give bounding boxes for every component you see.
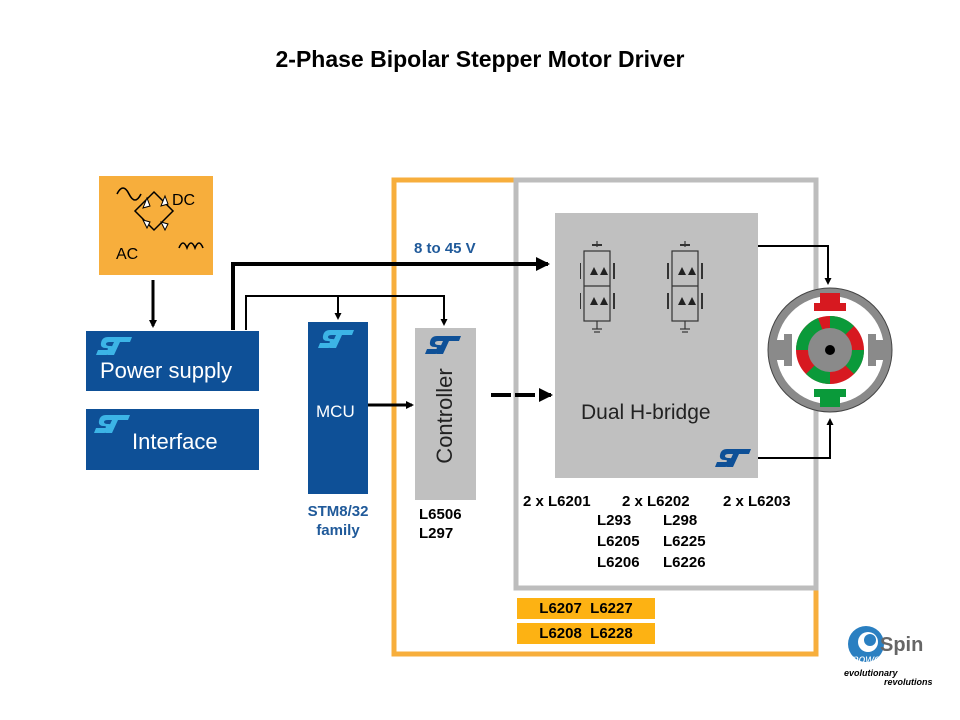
logo-tagline2: revolutions	[884, 677, 933, 687]
hbridge-part: L6225	[663, 533, 706, 550]
hbridge-part: L298	[663, 512, 698, 529]
motor-phase-b-line	[758, 418, 834, 459]
st-logo-icon	[96, 337, 132, 355]
logo-sub: power	[852, 652, 885, 666]
hbridge-part: 2 x L6203	[723, 493, 791, 510]
hbridge-part: L6226	[663, 554, 706, 571]
stepper-motor-icon	[767, 287, 893, 413]
integrated-part: L6208	[539, 625, 582, 642]
controller-part: L297	[419, 525, 454, 542]
mcu-label: MCU	[316, 402, 355, 421]
st-logo-icon	[715, 449, 751, 467]
hbridge-schematic-icon	[580, 241, 703, 333]
controller-part: L6506	[419, 506, 462, 523]
ac-label: AC	[116, 246, 139, 263]
hbridge-part: L293	[597, 512, 632, 529]
logo-tagline1: evolutionary	[844, 668, 898, 678]
mcu-block: MCU	[308, 322, 368, 494]
power-supply-block: Power supply	[86, 331, 259, 391]
spin-swirl-icon	[848, 626, 884, 662]
st-logo-icon	[318, 330, 354, 348]
dc-label: DC	[172, 192, 196, 209]
hbridge-part: L6206	[597, 554, 640, 571]
controller-label: Controller	[432, 368, 457, 464]
hbridge-block: Dual H-bridge	[555, 213, 758, 478]
mcu-caption: STM8/32 family	[290, 502, 386, 540]
interface-block: Interface	[86, 409, 259, 470]
logic-supply-line	[245, 295, 445, 330]
motor-phase-a-line	[758, 245, 832, 285]
hbridge-label: Dual H-bridge	[581, 401, 711, 424]
hbridge-part: 2 x L6202	[622, 493, 690, 510]
mcu-caption-line2: family	[316, 522, 360, 539]
integrated-part: L6207	[539, 600, 582, 617]
integrated-part: L6227	[590, 600, 633, 617]
hbridge-part: L6205	[597, 533, 640, 550]
powerspin-logo: Spin power evolutionary revolutions	[842, 624, 942, 690]
integrated-parts-row: L6207 L6227	[517, 598, 655, 619]
integrated-part: L6228	[590, 625, 633, 642]
page-title: 2-Phase Bipolar Stepper Motor Driver	[275, 46, 685, 72]
bridge-rectifier-icon	[116, 187, 204, 251]
voltage-label: 8 to 45 V	[414, 240, 476, 257]
integrated-parts-row: L6208 L6228	[517, 623, 655, 644]
interface-label: Interface	[132, 429, 218, 454]
st-logo-icon	[425, 336, 461, 354]
power-supply-label: Power supply	[100, 358, 233, 383]
mcu-caption-line1: STM8/32	[307, 503, 369, 520]
hbridge-part: 2 x L6201	[523, 493, 591, 510]
logo-brand: Spin	[880, 634, 924, 656]
st-logo-icon	[94, 415, 130, 433]
controller-parts: L6506 L297	[419, 505, 462, 543]
rectifier-block: DC AC	[99, 176, 213, 275]
supply-bus	[231, 257, 550, 330]
controller-block: Controller	[415, 328, 476, 500]
